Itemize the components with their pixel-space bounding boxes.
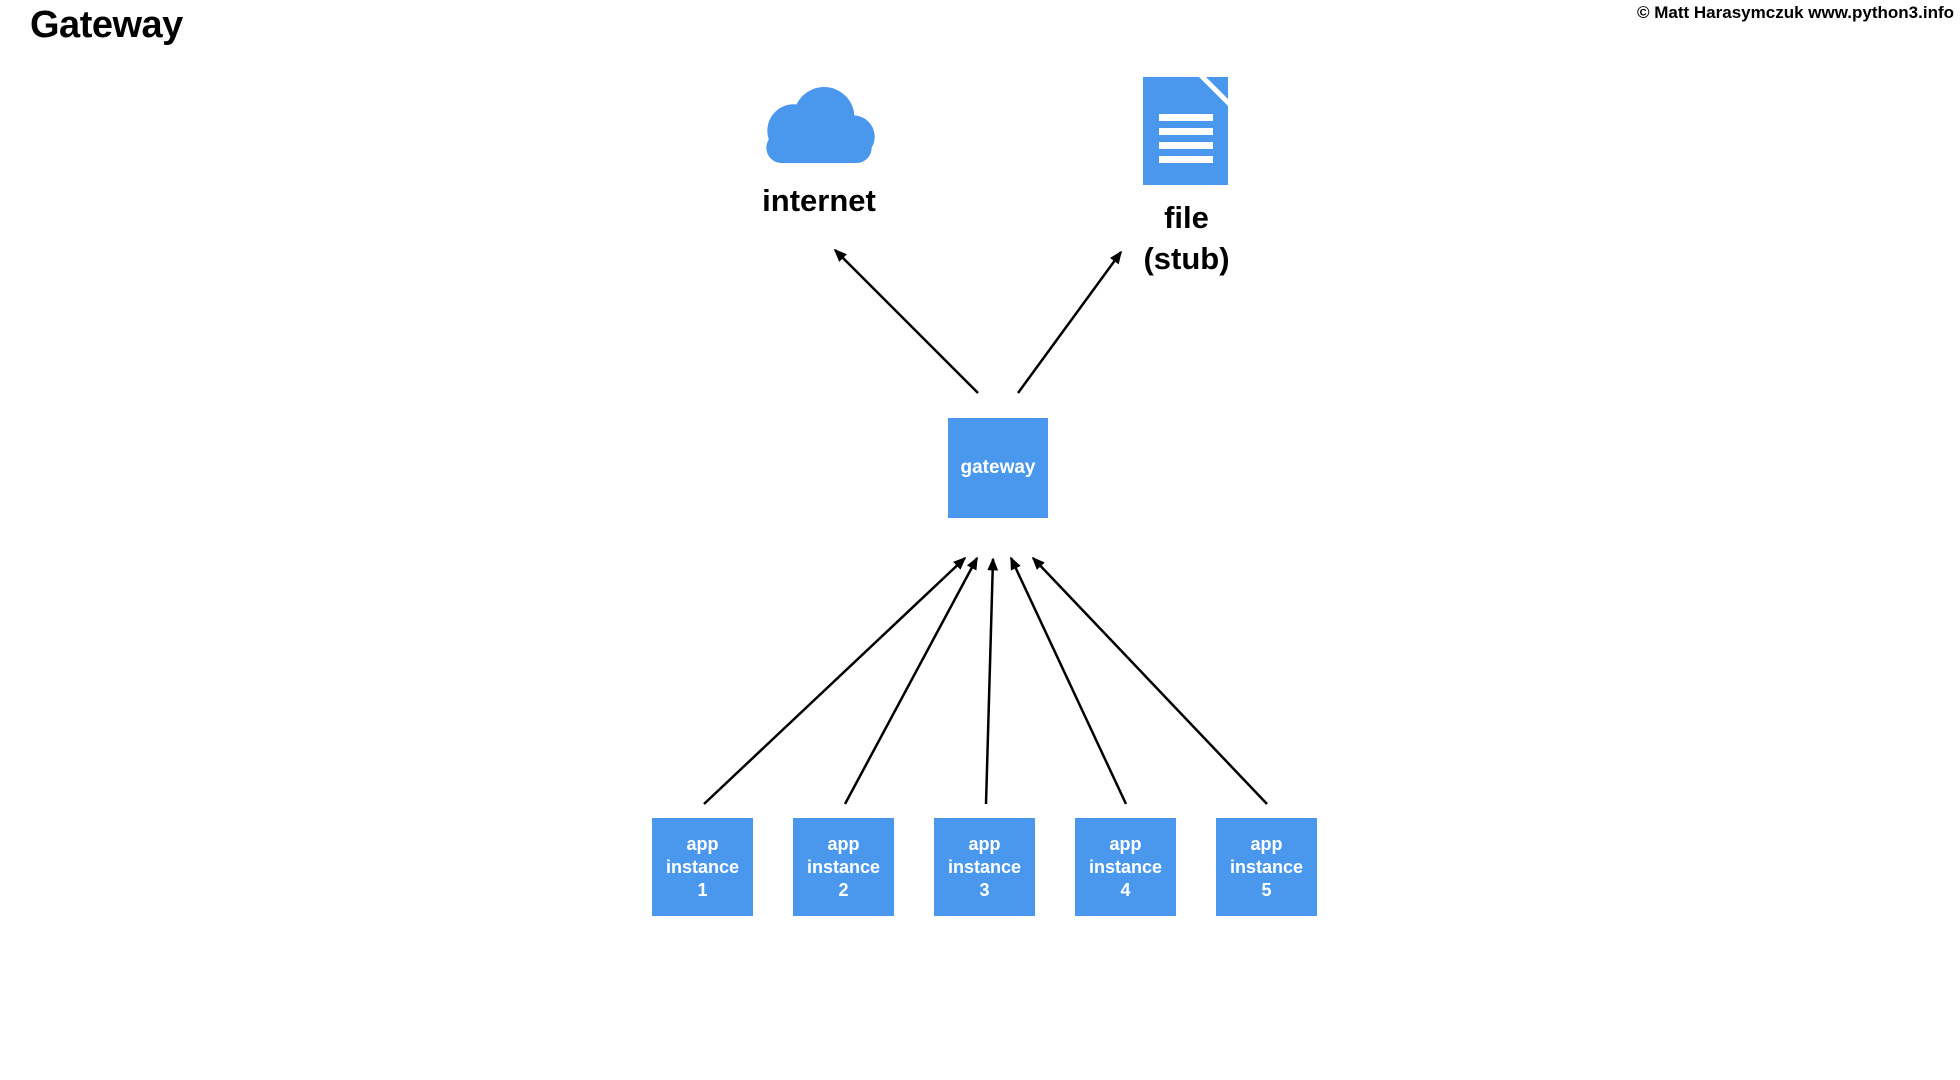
app-instance-1-line-3: 1 bbox=[697, 879, 708, 900]
app-instance-2-node: app instance 2 bbox=[793, 818, 894, 916]
app-instance-3-node: app instance 3 bbox=[934, 818, 1035, 916]
copyright-notice: © Matt Harasymczuk www.python3.info bbox=[1637, 3, 1954, 22]
app-instance-1-node: app instance 1 bbox=[652, 818, 753, 916]
app-instance-1-line-1: app bbox=[686, 833, 719, 854]
file-stub-label: file (stub) bbox=[1104, 197, 1269, 279]
app-instance-5-line-1: app bbox=[1250, 833, 1283, 854]
page-title: Gateway bbox=[30, 4, 183, 46]
app-instance-5-line-2: instance bbox=[1229, 856, 1304, 877]
arrow-gateway-to-internet bbox=[833, 248, 979, 394]
cloud-icon bbox=[766, 87, 875, 163]
arrow-app5-to-gateway bbox=[1031, 556, 1268, 805]
arrow-gateway-to-file bbox=[1016, 250, 1123, 394]
arrow-app3-to-gateway bbox=[984, 557, 999, 805]
app-instance-2-label: app instance 2 bbox=[807, 833, 880, 902]
document-icon bbox=[1143, 77, 1228, 185]
app-instance-2-line-3: 2 bbox=[838, 879, 849, 900]
app-instance-2-line-1: app bbox=[827, 833, 860, 854]
app-instance-4-line-3: 4 bbox=[1120, 879, 1131, 900]
arrow-app1-to-gateway bbox=[703, 556, 967, 805]
app-instance-1-label: app instance 1 bbox=[666, 833, 739, 902]
app-instance-5-node: app instance 5 bbox=[1216, 818, 1317, 916]
app-instance-3-line-3: 3 bbox=[979, 879, 990, 900]
arrow-app4-to-gateway bbox=[1009, 556, 1128, 805]
gateway-node-label: gateway bbox=[960, 457, 1036, 478]
app-instance-5-label: app instance 5 bbox=[1230, 833, 1303, 902]
app-instance-4-line-1: app bbox=[1109, 833, 1142, 854]
app-instance-4-node: app instance 4 bbox=[1075, 818, 1176, 916]
arrow-app2-to-gateway bbox=[843, 556, 979, 805]
app-instance-4-line-2: instance bbox=[1088, 856, 1163, 877]
app-instance-2-line-2: instance bbox=[806, 856, 881, 877]
file-label-line-1: file bbox=[1164, 200, 1209, 235]
file-label-line-2: (stub) bbox=[1143, 241, 1230, 276]
app-instance-4-label: app instance 4 bbox=[1089, 833, 1162, 902]
internet-label: internet bbox=[762, 183, 876, 218]
app-instance-3-line-2: instance bbox=[947, 856, 1022, 877]
gateway-node: gateway bbox=[948, 418, 1048, 518]
app-instance-1-line-2: instance bbox=[665, 856, 740, 877]
app-instance-5-line-3: 5 bbox=[1261, 879, 1272, 900]
app-instance-3-line-1: app bbox=[968, 833, 1001, 854]
app-instance-3-label: app instance 3 bbox=[948, 833, 1021, 902]
